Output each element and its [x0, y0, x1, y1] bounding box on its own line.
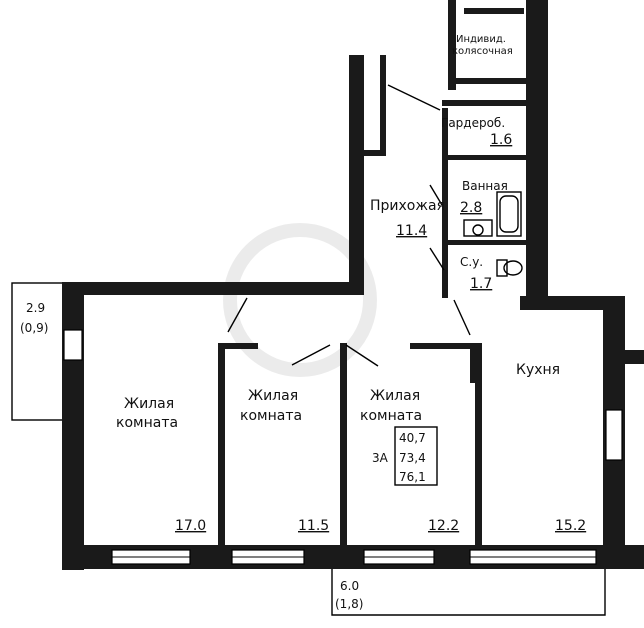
door-swings — [227, 84, 471, 367]
balcony-left-area: 2.9 — [26, 301, 45, 315]
room-living2-name-1: Жилая — [248, 388, 298, 404]
room-toilet-area: 1.7 — [470, 276, 492, 292]
apartment-living-area: 40,7 — [399, 431, 426, 445]
interior-walls — [218, 0, 532, 548]
apartment-info-box — [394, 426, 438, 486]
room-kitchen-area: 15.2 — [555, 518, 586, 534]
room-bathroom-area: 2.8 — [460, 200, 482, 216]
room-stroller-name-2: колясочная — [452, 46, 513, 57]
room-kitchen-name: Кухня — [516, 362, 560, 378]
room-wardrobe-name: Гардероб. — [441, 116, 505, 130]
room-living3-name-1: Жилая — [370, 388, 420, 404]
apartment-total-with-balcony: 76,1 — [399, 470, 426, 484]
balcony-left-reduced: (0,9) — [20, 321, 48, 335]
room-toilet-name: С.у. — [460, 255, 483, 269]
bottom-balcony — [331, 568, 606, 616]
bottom-windows — [111, 549, 597, 565]
room-stroller-name-1: Индивид. — [456, 34, 506, 45]
apartment-total-area: 73,4 — [399, 451, 426, 465]
room-wardrobe-area: 1.6 — [490, 132, 512, 148]
bathroom-fixtures — [463, 191, 523, 277]
room-living3-name-2: комната — [360, 408, 422, 424]
balcony-bottom-area: 6.0 — [340, 579, 359, 593]
apartment-type: 3А — [372, 451, 389, 465]
room-living2-name-2: комната — [240, 408, 302, 424]
watermark — [223, 223, 377, 377]
room-hallway-name: Прихожая — [370, 198, 445, 214]
room-living1-name-1: Жилая — [124, 396, 174, 412]
room-living1-area: 17.0 — [175, 518, 206, 534]
kitchen-window — [605, 409, 623, 461]
room-living2-area: 11.5 — [298, 518, 329, 534]
room-living3-area: 12.2 — [428, 518, 459, 534]
balcony-bottom-reduced: (1,8) — [335, 597, 363, 611]
room-living1-name-2: комната — [116, 415, 178, 431]
exterior-walls — [62, 0, 644, 570]
room-hallway-area: 11.4 — [396, 223, 427, 239]
room-bathroom-name: Ванная — [462, 179, 508, 193]
